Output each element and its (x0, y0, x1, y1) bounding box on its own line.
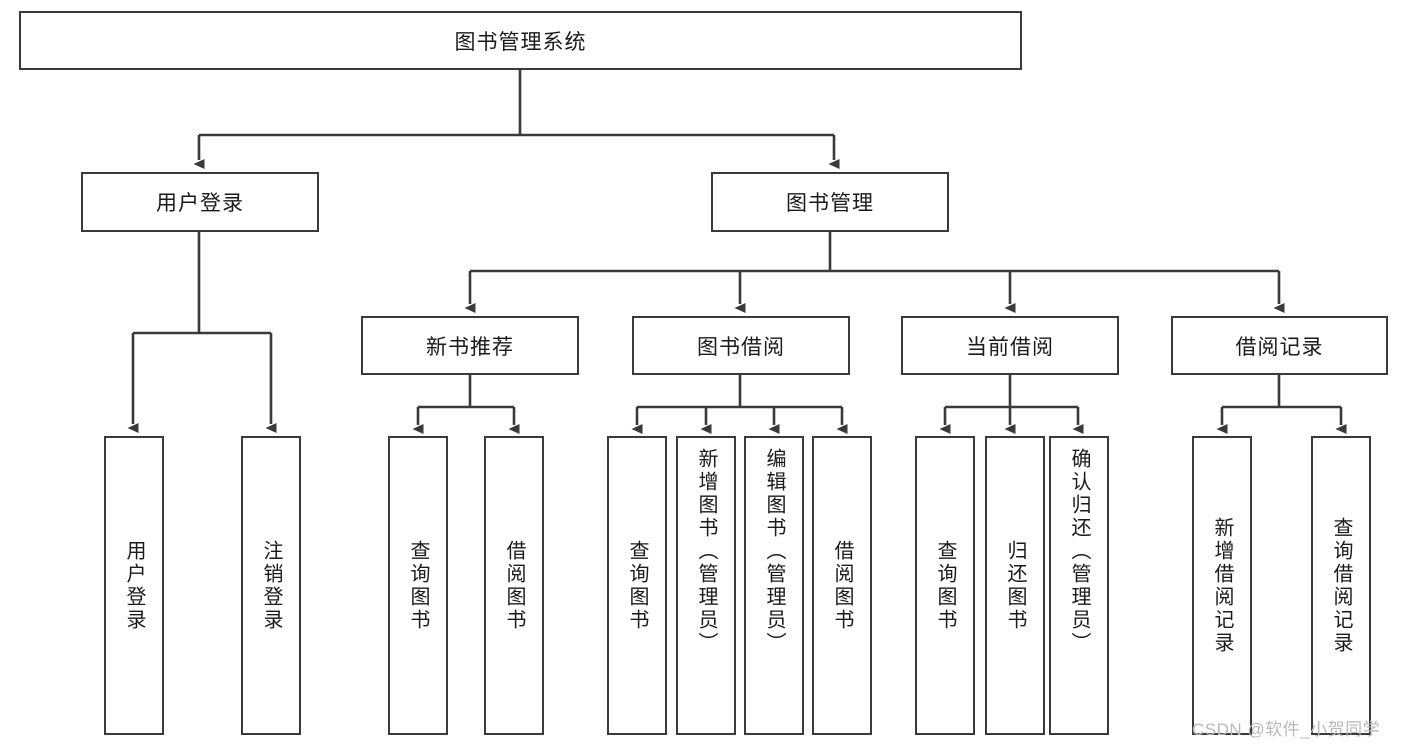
leaf-record-add-record[interactable]: 新增借阅记录 (1192, 436, 1252, 735)
node-label: 图书借阅 (697, 335, 785, 359)
leaf-current-confirm-return-admin[interactable]: 确认归还（管理员） (1049, 436, 1109, 735)
node-borrow-record[interactable]: 借阅记录 (1171, 316, 1388, 375)
watermark: CSDN @软件_小贺同学 (1192, 720, 1381, 739)
node-label: 图书管理系统 (454, 30, 587, 54)
leaf-current-return-book[interactable]: 归还图书 (985, 436, 1045, 735)
node-label: 编辑图书（管理员） (763, 448, 785, 655)
node-label: 用户登录 (123, 539, 145, 632)
node-label: 查询借阅记录 (1330, 516, 1352, 655)
node-label: 新书推荐 (426, 335, 514, 359)
node-book-management[interactable]: 图书管理 (711, 172, 949, 232)
leaf-recommend-borrow-book[interactable]: 借阅图书 (484, 436, 544, 735)
node-label: 当前借阅 (966, 335, 1054, 359)
node-user-login[interactable]: 用户登录 (81, 172, 319, 232)
node-label: 查询图书 (626, 539, 648, 632)
leaf-recommend-query-book[interactable]: 查询图书 (388, 436, 448, 735)
node-label: 新增图书（管理员） (695, 448, 717, 655)
node-root-system[interactable]: 图书管理系统 (19, 11, 1022, 70)
node-label: 新增借阅记录 (1211, 516, 1233, 655)
node-new-book-recommend[interactable]: 新书推荐 (361, 316, 579, 375)
leaf-borrow-borrow-book[interactable]: 借阅图书 (812, 436, 872, 735)
leaf-borrow-edit-book-admin[interactable]: 编辑图书（管理员） (744, 436, 804, 735)
node-label: 借阅图书 (503, 539, 525, 632)
leaf-borrow-query-book[interactable]: 查询图书 (607, 436, 667, 735)
leaf-user-login-login[interactable]: 用户登录 (104, 436, 164, 735)
node-current-borrow[interactable]: 当前借阅 (901, 316, 1119, 375)
node-label: 查询图书 (407, 539, 429, 632)
node-label: 查询图书 (934, 539, 956, 632)
leaf-user-login-logout[interactable]: 注销登录 (241, 436, 301, 735)
leaf-record-query-record[interactable]: 查询借阅记录 (1311, 436, 1371, 735)
node-book-borrow[interactable]: 图书借阅 (632, 316, 850, 375)
node-label: 用户登录 (156, 192, 244, 215)
node-label: 注销登录 (260, 539, 282, 632)
node-label: 归还图书 (1004, 539, 1026, 632)
node-label: 借阅图书 (831, 539, 853, 632)
node-label: 借阅记录 (1235, 335, 1324, 359)
leaf-borrow-add-book-admin[interactable]: 新增图书（管理员） (676, 436, 736, 735)
leaf-current-query-book[interactable]: 查询图书 (915, 436, 975, 735)
node-label: 确认归还（管理员） (1068, 448, 1090, 655)
node-label: 图书管理 (786, 192, 874, 215)
